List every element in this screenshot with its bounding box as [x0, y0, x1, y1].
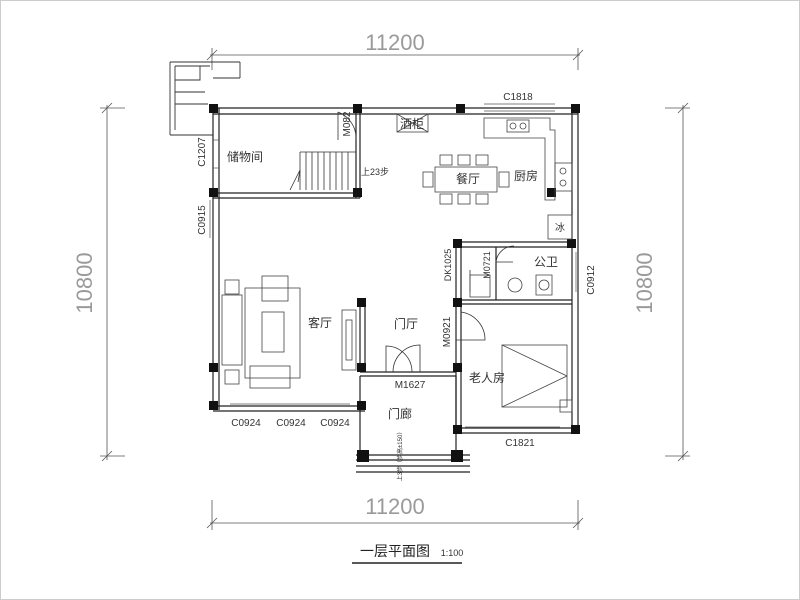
- room-fridge: 冰: [555, 221, 565, 234]
- columns: [209, 104, 580, 462]
- opening-c0915: C0915: [197, 205, 208, 235]
- opening-m0921: M0921: [442, 316, 453, 347]
- room-foyer: 门厅: [394, 316, 418, 331]
- opening-c1818: C1818: [503, 92, 533, 103]
- opening-m082: M082: [342, 111, 353, 136]
- room-storage: 储物间: [227, 149, 263, 164]
- opening-dk1025: DK1025: [443, 249, 453, 282]
- porch-note: 上3步（步高±150）: [396, 429, 404, 482]
- room-kitchen: 厨房: [514, 168, 538, 183]
- dim-top: 11200: [365, 30, 425, 55]
- opening-m0721: M0721: [482, 251, 492, 279]
- stair-note: 上23步: [361, 167, 389, 177]
- dimension-lines: [100, 48, 690, 530]
- opening-c1821: C1821: [505, 438, 535, 449]
- opening-c1207: C1207: [197, 137, 208, 167]
- room-wine-cabinet: 酒柜: [400, 117, 424, 131]
- terrace-outline: [169, 61, 241, 136]
- furniture: [221, 113, 573, 413]
- windows: [209, 103, 577, 428]
- plan-title: 一层平面图: [360, 544, 430, 560]
- opening-c0924-b: C0924: [276, 418, 306, 429]
- opening-c0912: C0912: [586, 265, 597, 295]
- stairs: [289, 151, 356, 191]
- plan-scale: 1:100: [441, 548, 464, 558]
- dim-bottom: 11200: [365, 494, 425, 519]
- dim-left: 10800: [72, 252, 97, 313]
- room-elder: 老人房: [469, 370, 505, 385]
- room-public-wc: 公卫: [534, 255, 558, 269]
- dim-right: 10800: [632, 252, 657, 313]
- walls: [212, 107, 579, 473]
- room-porch: 门廊: [388, 406, 412, 421]
- opening-c0924-c: C0924: [320, 418, 350, 429]
- room-living: 客厅: [308, 315, 332, 330]
- opening-m1627: M1627: [395, 380, 426, 391]
- opening-c0924-a: C0924: [231, 418, 261, 429]
- room-dining: 餐厅: [456, 171, 480, 186]
